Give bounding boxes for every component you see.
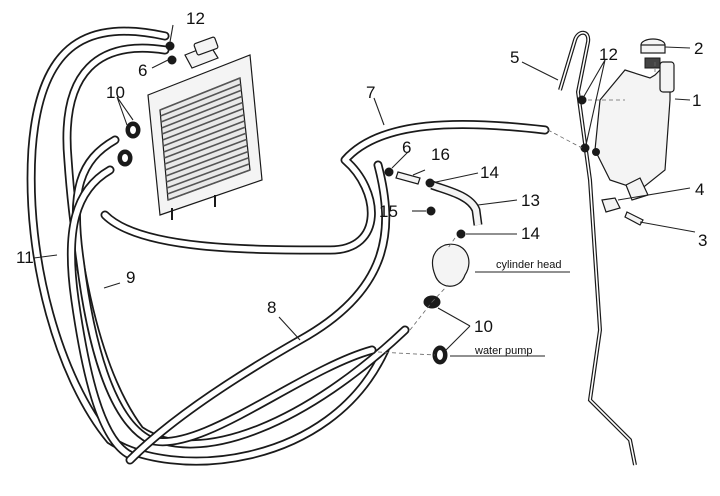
radiator-cap xyxy=(193,36,219,56)
radiator-fin xyxy=(167,169,251,201)
radiator-fin xyxy=(161,101,243,135)
pipe-fitting xyxy=(384,167,483,239)
callout-14-upper: 14 xyxy=(480,163,499,182)
callout-16: 16 xyxy=(431,145,450,164)
bleed-valve xyxy=(395,171,421,185)
screw xyxy=(624,211,644,226)
radiator-fin xyxy=(160,89,242,123)
overflow-pipe xyxy=(558,30,637,466)
radiator xyxy=(147,36,263,220)
callout-7: 7 xyxy=(366,83,375,102)
cylinder-head-label: cylinder head xyxy=(496,259,561,271)
callout-13: 13 xyxy=(521,191,540,210)
radiator-fin xyxy=(162,107,244,141)
hoses xyxy=(26,26,550,466)
callout-3: 3 xyxy=(698,231,707,250)
radiator-fin xyxy=(166,156,249,189)
cylinder-head-fitting xyxy=(431,243,470,287)
clamp-14a xyxy=(425,178,435,188)
callout-10-radiator: 10 xyxy=(106,83,125,102)
callout-9: 9 xyxy=(126,268,135,287)
callout-4: 4 xyxy=(695,180,704,199)
clamp-12-tank-upper xyxy=(577,95,587,105)
callout-6-radiator: 6 xyxy=(138,61,147,80)
radiator-fin xyxy=(163,126,246,159)
callout-11: 11 xyxy=(16,248,34,267)
water-pump-label: water pump xyxy=(474,345,532,357)
leader-lines xyxy=(33,24,696,357)
clamp-14b xyxy=(456,229,466,239)
callout-12-radiator: 12 xyxy=(186,9,205,28)
cap-15 xyxy=(426,206,436,216)
radiator-fin xyxy=(159,77,241,111)
clamp-6-radiator xyxy=(167,55,177,65)
radiator-fin xyxy=(162,114,245,147)
callout-8: 8 xyxy=(267,298,276,317)
callout-12-tank: 12 xyxy=(599,45,618,64)
radiator-fin xyxy=(165,138,247,171)
radiator-fin xyxy=(160,83,241,117)
callout-1: 1 xyxy=(692,91,701,110)
clamp-12-radiator xyxy=(165,41,175,51)
callout-5: 5 xyxy=(510,48,519,67)
clamp-6 xyxy=(384,167,394,177)
expansion-tank xyxy=(594,38,675,201)
radiator-fin xyxy=(166,150,249,183)
callout-2: 2 xyxy=(694,39,703,58)
bracket-clip xyxy=(601,197,621,213)
clamp-12-tank-lower xyxy=(580,143,590,153)
callout-14-lower: 14 xyxy=(521,224,540,243)
radiator-fin xyxy=(164,132,247,165)
radiator-fin xyxy=(161,95,243,129)
callout-6-fitting: 6 xyxy=(402,138,411,157)
callout-10-pump: 10 xyxy=(474,317,493,336)
callout-15: 15 xyxy=(379,202,398,221)
radiator-fin xyxy=(167,163,250,195)
callouts: 1 2 3 4 5 6 6 7 8 9 10 10 11 12 12 13 14… xyxy=(16,9,707,357)
radiator-fin xyxy=(163,120,245,153)
radiator-fin xyxy=(165,144,248,177)
